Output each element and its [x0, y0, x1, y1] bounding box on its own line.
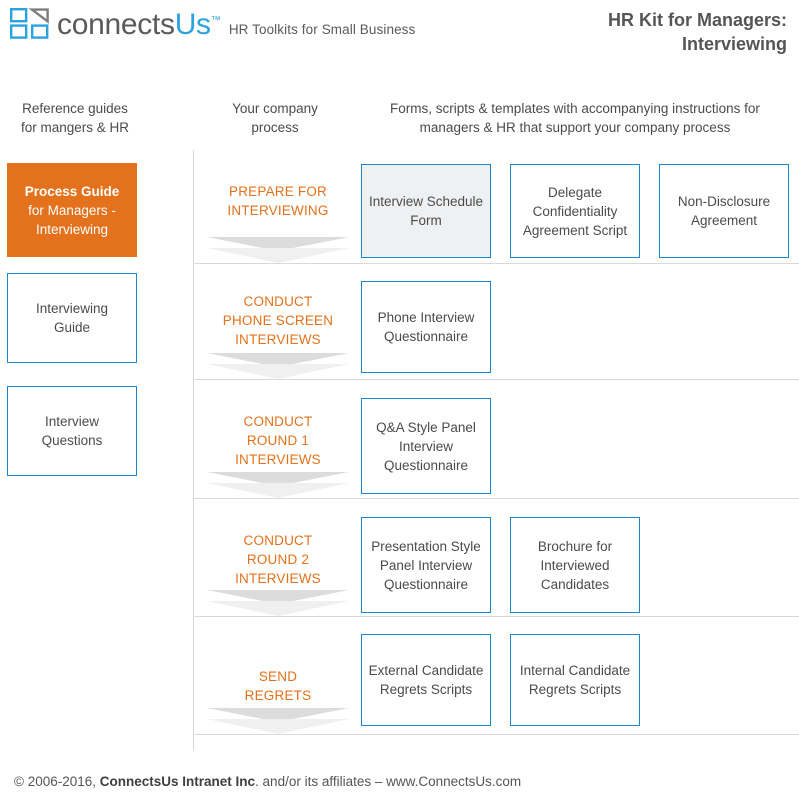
- column-header-process-line1: Your company: [232, 101, 318, 116]
- process-stage-label-conduct-round-1-interviews[interactable]: CONDUCT ROUND 1 INTERVIEWS: [203, 412, 353, 469]
- form-card-non-disclosure-agreement[interactable]: Non-Disclosure Agreement: [659, 164, 789, 258]
- column-header-forms-templates: Forms, scripts & templates with accompan…: [355, 99, 795, 137]
- form-card-group: Phone Interview Questionnaire: [361, 281, 491, 373]
- process-flow-grid: PREPARE FOR INTERVIEWING Interview Schedul…: [193, 146, 799, 735]
- column-header-forms-line1: Forms, scripts & templates with accompan…: [390, 101, 760, 116]
- process-stage-label-conduct-phone-screen-interviews-line1: CONDUCT: [243, 294, 313, 309]
- reference-guide-interview-questions-line1: Interview: [44, 414, 99, 429]
- reference-guide-interviewing-guide-line1: Interviewing: [35, 301, 109, 316]
- process-row-separator: [193, 616, 799, 617]
- flow-chevron-down-icon: [207, 708, 349, 734]
- process-stage-label-conduct-round-1-interviews-line3: INTERVIEWS: [235, 452, 321, 467]
- brand-tagline: HR Toolkits for Small Business: [228, 22, 416, 37]
- process-stage-label-conduct-phone-screen-interviews[interactable]: CONDUCT PHONE SCREEN INTERVIEWS: [203, 292, 353, 349]
- column-header-company-process: Your company process: [195, 99, 355, 137]
- reference-guide-process-guide[interactable]: Process Guide for Managers - Interviewing: [7, 163, 137, 257]
- brand-logo[interactable]: connectsUs™ HR Toolkits for Small Busine…: [10, 6, 415, 40]
- process-row-conduct-phone-screen-interviews: CONDUCT PHONE SCREEN INTERVIEWS Phone Inter…: [193, 264, 799, 380]
- process-stage-label-conduct-round-2-interviews[interactable]: CONDUCT ROUND 2 INTERVIEWS: [203, 531, 353, 588]
- brand-name-part1: connects: [57, 8, 175, 41]
- page-header: connectsUs™ HR Toolkits for Small Busine…: [0, 0, 799, 72]
- process-stage-label-conduct-phone-screen-interviews-line3: INTERVIEWS: [235, 332, 321, 347]
- page-title-line2: Interviewing: [681, 34, 787, 54]
- page-title: HR Kit for Managers: Interviewing: [608, 8, 787, 56]
- column-header-reference-line1: Reference guides: [22, 101, 128, 116]
- form-card-group: Q&A Style Panel Interview Questionnaire: [361, 398, 491, 494]
- page-title-line1: HR Kit for Managers:: [607, 10, 787, 30]
- form-card-interview-schedule-form[interactable]: Interview Schedule Form: [361, 164, 491, 258]
- flow-chevron-down-icon: [207, 237, 349, 263]
- connectsus-squares-logo-icon: [10, 8, 50, 39]
- process-stage-label-send-regrets-line1: SEND: [258, 669, 298, 684]
- column-header-process-line2: process: [251, 120, 299, 135]
- footer-copyright-years: © 2006-2016,: [14, 774, 100, 789]
- process-stage-label-prepare-for-interviewing-line2: INTERVIEWING: [227, 203, 329, 218]
- process-row-separator: [193, 379, 799, 380]
- process-row-send-regrets: SEND REGRETS External Candidate Regrets Sc…: [193, 617, 799, 735]
- reference-guide-process-guide-line1: Process Guide: [24, 183, 120, 199]
- footer-affiliates-text: . and/or its affiliates – www.ConnectsUs…: [255, 774, 522, 789]
- process-row-separator: [193, 263, 799, 264]
- process-stage-label-send-regrets-line2: REGRETS: [244, 688, 312, 703]
- form-card-qa-style-panel-interview-questionnaire[interactable]: Q&A Style Panel Interview Questionnaire: [361, 398, 491, 494]
- trademark-symbol: ™: [210, 15, 221, 26]
- footer-company-name: ConnectsUs Intranet Inc: [99, 774, 256, 789]
- reference-guide-process-guide-line2: for Managers -: [28, 202, 116, 218]
- footer-copyright: © 2006-2016, ConnectsUs Intranet Inc. an…: [14, 774, 521, 789]
- process-flow-vertical-line: [193, 150, 194, 750]
- process-stage-label-conduct-round-1-interviews-line2: ROUND 1: [246, 433, 310, 448]
- process-stage-label-prepare-for-interviewing[interactable]: PREPARE FOR INTERVIEWING: [203, 182, 353, 220]
- flow-chevron-down-icon: [207, 472, 349, 498]
- reference-guide-interview-questions-line2: Questions: [41, 433, 103, 448]
- form-card-group: Presentation Style Panel Interview Quest…: [361, 517, 640, 613]
- process-stage-label-prepare-for-interviewing-line1: PREPARE FOR: [229, 184, 327, 199]
- column-header-forms-line2: managers & HR that support your company …: [419, 120, 731, 135]
- process-stage-label-conduct-round-1-interviews-line1: CONDUCT: [243, 414, 313, 429]
- process-row-conduct-round-2-interviews: CONDUCT ROUND 2 INTERVIEWS Presentation Sty…: [193, 499, 799, 617]
- form-card-brochure-for-interviewed-candidates[interactable]: Brochure for Interviewed Candidates: [510, 517, 640, 613]
- form-card-internal-candidate-regrets-scripts[interactable]: Internal Candidate Regrets Scripts: [510, 634, 640, 726]
- column-header-reference-guides: Reference guides for mangers & HR: [0, 99, 150, 137]
- process-stage-label-send-regrets[interactable]: SEND REGRETS: [203, 667, 353, 705]
- reference-guide-interviewing-guide-line2: Guide: [53, 320, 90, 335]
- process-stage-label-conduct-round-2-interviews-line1: CONDUCT: [243, 533, 313, 548]
- form-card-phone-interview-questionnaire[interactable]: Phone Interview Questionnaire: [361, 281, 491, 373]
- process-stage-label-conduct-round-2-interviews-line2: ROUND 2: [246, 552, 310, 567]
- flow-chevron-down-icon: [207, 590, 349, 616]
- process-row-separator: [193, 498, 799, 499]
- process-row-separator: [193, 734, 799, 735]
- reference-guide-process-guide-line3: Interviewing: [35, 221, 109, 237]
- form-card-external-candidate-regrets-scripts[interactable]: External Candidate Regrets Scripts: [361, 634, 491, 726]
- process-stage-label-conduct-round-2-interviews-line3: INTERVIEWS: [235, 571, 321, 586]
- process-row-conduct-round-1-interviews: CONDUCT ROUND 1 INTERVIEWS Q&A Style Panel …: [193, 380, 799, 499]
- form-card-delegate-confidentiality-agreement-script[interactable]: Delegate Confidentiality Agreement Scrip…: [510, 164, 640, 258]
- column-header-reference-line2: for mangers & HR: [20, 120, 130, 135]
- process-stage-label-conduct-phone-screen-interviews-line2: PHONE SCREEN: [222, 313, 334, 328]
- brand-name-part2: Us: [174, 8, 211, 41]
- form-card-presentation-style-panel-interview-questionnaire[interactable]: Presentation Style Panel Interview Quest…: [361, 517, 491, 613]
- process-row-prepare-for-interviewing: PREPARE FOR INTERVIEWING Interview Schedul…: [193, 146, 799, 264]
- flow-chevron-down-icon: [207, 353, 349, 379]
